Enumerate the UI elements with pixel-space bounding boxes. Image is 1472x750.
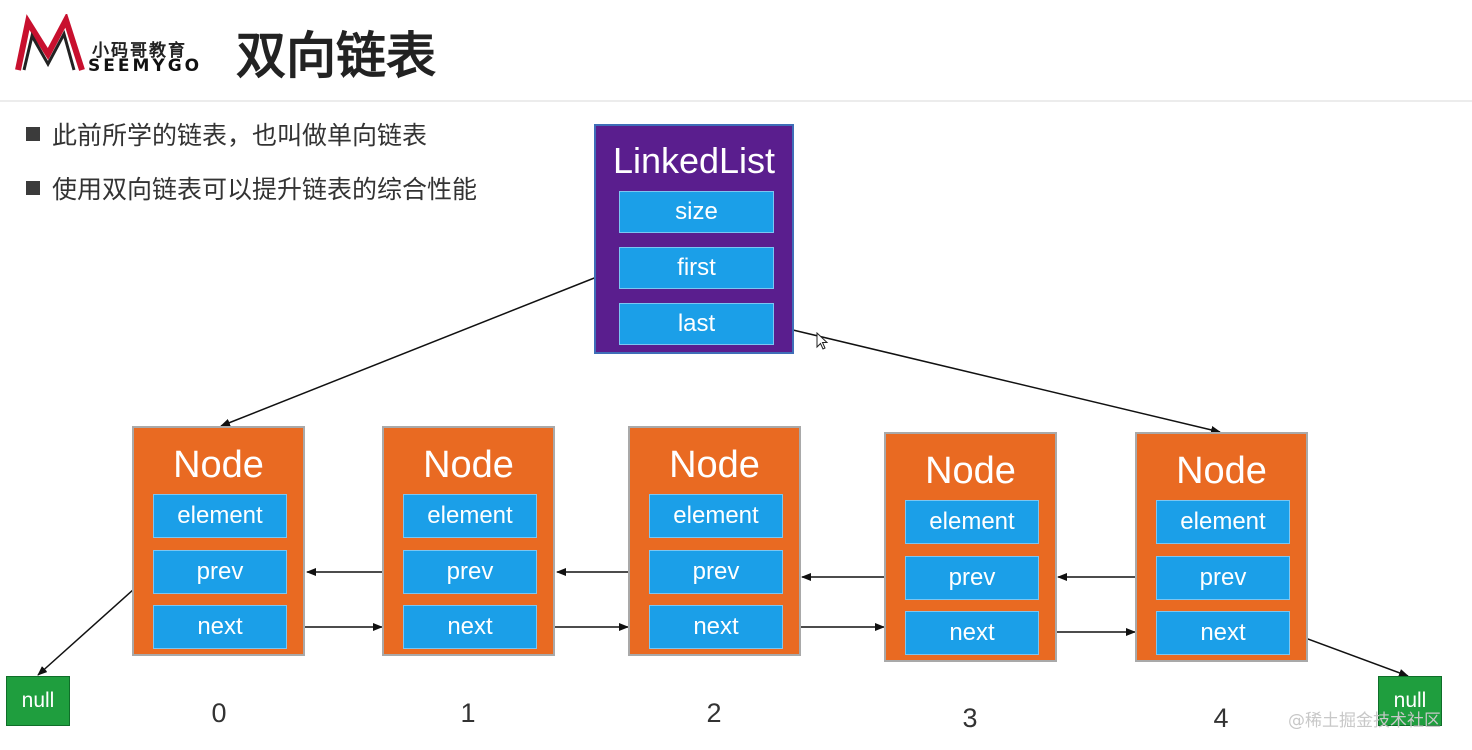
linkedlist-box: LinkedList size first last — [594, 124, 794, 354]
bullet-item: 此前所学的链表，也叫做单向链表 — [26, 116, 427, 152]
linkedlist-title: LinkedList — [612, 140, 776, 181]
linkedlist-field-size: size — [619, 191, 774, 233]
node-box: Node element prev next — [628, 426, 801, 656]
node-field-prev: prev — [1156, 556, 1290, 600]
node-title: Node — [423, 444, 514, 486]
bullet-square-icon — [26, 127, 40, 141]
cursor-icon — [816, 332, 829, 350]
bullet-square-icon — [26, 181, 40, 195]
node-index-label: 2 — [706, 698, 722, 728]
node-field-next: next — [153, 605, 287, 649]
node-field-prev: prev — [905, 556, 1039, 600]
brand-name-cn: 小码哥教育 — [92, 41, 187, 61]
node-field-next: next — [1156, 611, 1290, 655]
node-field-prev: prev — [153, 550, 287, 594]
node-box: Node element prev next — [132, 426, 305, 656]
node-field-next: next — [649, 605, 783, 649]
watermark-text: @稀土掘金技术社区 — [1288, 711, 1441, 731]
node-box: Node element prev next — [884, 432, 1057, 662]
seemygo-logo-icon — [15, 14, 85, 71]
node-box: Node element prev next — [382, 426, 555, 656]
bullet-text: 使用双向链表可以提升链表的综合性能 — [52, 175, 478, 204]
linkedlist-field-last: last — [619, 303, 774, 345]
brand-name-en: SEEMYGO — [88, 56, 203, 76]
first-pointer-arrow — [220, 268, 618, 427]
bullet-text: 此前所学的链表，也叫做单向链表 — [52, 121, 428, 150]
last-pointer-arrow — [771, 324, 1221, 434]
header: 小码哥教育 SEEMYGO 双向链表 — [0, 0, 1472, 100]
null-box-right: null — [1378, 676, 1442, 726]
linkedlist-field-first: first — [619, 247, 774, 289]
node-field-next: next — [905, 611, 1039, 655]
node-field-element: element — [153, 494, 287, 538]
node-field-prev: prev — [403, 550, 537, 594]
node-index-label: 1 — [460, 698, 476, 728]
next-arrow-4-null — [1288, 631, 1409, 677]
node-title: Node — [669, 444, 760, 486]
page-title: 双向链表 — [236, 27, 436, 85]
node-title: Node — [1176, 450, 1267, 492]
node-title: Node — [173, 444, 264, 486]
node-field-element: element — [1156, 500, 1290, 544]
node-field-element: element — [905, 500, 1039, 544]
node-field-next: next — [403, 605, 537, 649]
node-field-prev: prev — [649, 550, 783, 594]
header-divider — [0, 100, 1472, 102]
node-index-label: 3 — [962, 703, 978, 733]
node-field-element: element — [403, 494, 537, 538]
node-index-label: 0 — [211, 698, 227, 728]
node-field-element: element — [649, 494, 783, 538]
node-index-label: 4 — [1213, 703, 1229, 733]
bullet-item: 使用双向链表可以提升链表的综合性能 — [26, 170, 477, 206]
node-title: Node — [925, 450, 1016, 492]
node-box: Node element prev next — [1135, 432, 1308, 662]
null-box-left: null — [6, 676, 70, 726]
